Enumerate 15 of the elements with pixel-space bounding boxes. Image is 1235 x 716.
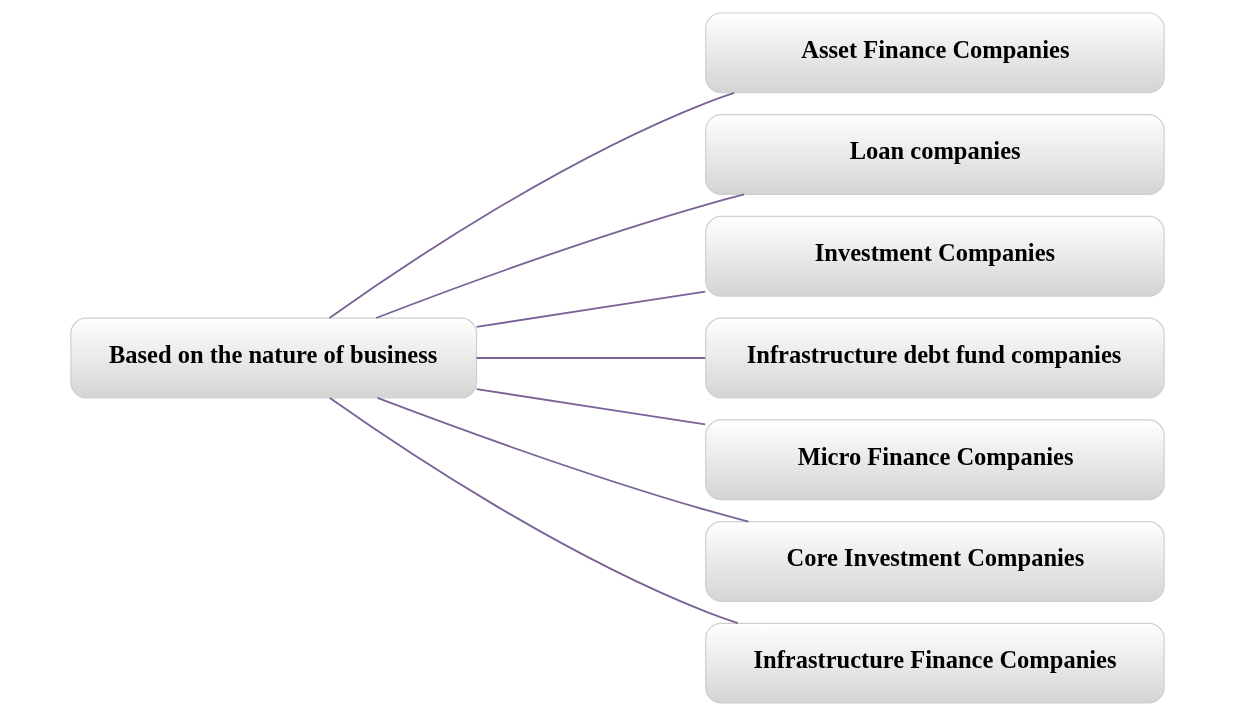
node-box: Investment Companies [705,215,1165,297]
connector [475,388,707,426]
connector [375,193,746,319]
node-box: Based on the nature of business [70,317,478,399]
node-box: Core Investment Companies [705,521,1165,602]
connector [376,397,750,523]
node-box: Asset Finance Companies [705,12,1165,94]
node-box: Infrastructure debt fund companies [705,317,1165,399]
connector [328,397,739,625]
node-box: Micro Finance Companies [705,419,1165,501]
connector [475,357,707,359]
connector [475,290,707,328]
node-box: Infrastructure Finance Companies [705,622,1165,704]
node-box: Loan companies [705,114,1165,195]
connector [328,91,736,319]
